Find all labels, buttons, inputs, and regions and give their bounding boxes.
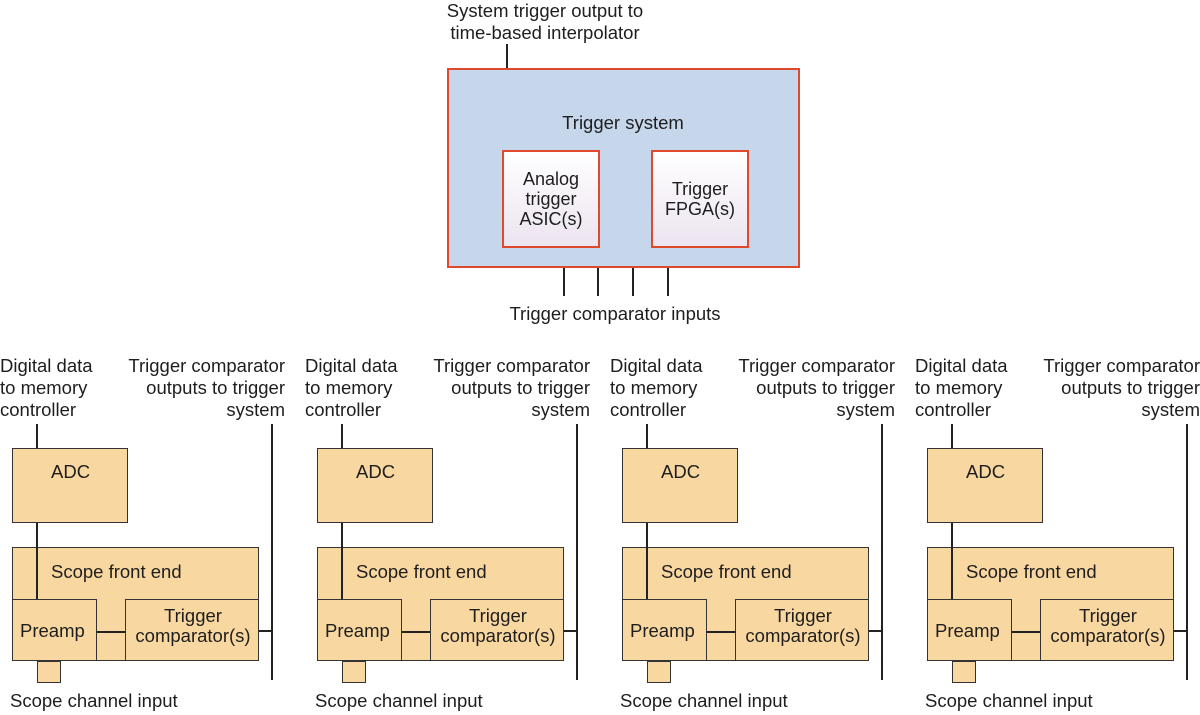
digital-data-label: Digital data to memory controller (610, 355, 703, 420)
digital-data-line (341, 424, 343, 448)
digital-data-line (646, 424, 648, 448)
scope-channel-input-label: Scope channel input (925, 690, 1093, 711)
scope-channel-input-label: Scope channel input (10, 690, 178, 711)
trigger-comparator-label: Trigger comparator(s) (1050, 605, 1166, 646)
scope-front-end-label: Scope front end (51, 561, 182, 582)
trigger-output-line (881, 424, 883, 680)
adc-label: ADC (356, 461, 396, 482)
digital-data-line (36, 424, 38, 448)
trigger-system-box: Trigger system Analog trigger ASIC(s) Tr… (447, 68, 800, 268)
trigger-output-link (1173, 630, 1188, 632)
adc-to-preamp-line (36, 523, 38, 599)
channel-input-connector (342, 661, 366, 683)
preamp-box: Preamp (927, 599, 1012, 661)
preamp-to-comparator-line (97, 631, 125, 633)
adc-box: ADC (317, 448, 433, 523)
trigger-fpga-box: Trigger FPGA(s) (651, 150, 749, 248)
comparator-input-line-4 (667, 268, 669, 296)
adc-label: ADC (661, 461, 701, 482)
trigger-comparator-outputs-label: Trigger comparator outputs to trigger sy… (433, 355, 590, 420)
channel-input-connector (647, 661, 671, 683)
trigger-output-line (1186, 424, 1188, 680)
adc-label: ADC (966, 461, 1006, 482)
trigger-comparator-box: Trigger comparator(s) (1040, 599, 1174, 661)
trigger-comparator-label: Trigger comparator(s) (135, 605, 251, 646)
trigger-output-link (563, 630, 578, 632)
preamp-to-comparator-line (402, 631, 430, 633)
digital-data-label: Digital data to memory controller (305, 355, 398, 420)
preamp-to-comparator-line (707, 631, 735, 633)
trigger-comparator-outputs-label: Trigger comparator outputs to trigger sy… (1043, 355, 1200, 420)
scope-channel-3: Digital data to memory controller Trigge… (610, 350, 910, 715)
trigger-comparator-box: Trigger comparator(s) (430, 599, 564, 661)
scope-channel-2: Digital data to memory controller Trigge… (305, 350, 605, 715)
scope-channel-4: Digital data to memory controller Trigge… (915, 350, 1200, 715)
trigger-system-title: Trigger system (562, 112, 684, 133)
system-trigger-output-label: System trigger output to time-based inte… (446, 0, 644, 43)
scope-channel-1: Digital data to memory controller Trigge… (0, 350, 300, 715)
preamp-box: Preamp (622, 599, 707, 661)
preamp-label: Preamp (630, 620, 695, 641)
scope-front-end-label: Scope front end (356, 561, 487, 582)
trigger-output-link (258, 630, 273, 632)
analog-trigger-asic-box: Analog trigger ASIC(s) (502, 150, 600, 248)
comparator-input-line-1 (563, 268, 565, 296)
adc-box: ADC (927, 448, 1043, 523)
trigger-output-line (576, 424, 578, 680)
scope-front-end-label: Scope front end (661, 561, 792, 582)
trigger-output-link (868, 630, 883, 632)
adc-to-preamp-line (341, 523, 343, 599)
trigger-comparator-label: Trigger comparator(s) (440, 605, 556, 646)
comparator-input-line-3 (632, 268, 634, 296)
preamp-box: Preamp (317, 599, 402, 661)
preamp-label: Preamp (935, 620, 1000, 641)
trigger-comparator-outputs-label: Trigger comparator outputs to trigger sy… (738, 355, 895, 420)
adc-to-preamp-line (646, 523, 648, 599)
scope-channel-input-label: Scope channel input (620, 690, 788, 711)
channel-input-connector (37, 661, 61, 683)
comparator-input-line-2 (597, 268, 599, 296)
adc-box: ADC (622, 448, 738, 523)
preamp-label: Preamp (325, 620, 390, 641)
trigger-comparator-label: Trigger comparator(s) (745, 605, 861, 646)
trigger-output-line (271, 424, 273, 680)
scope-front-end-label: Scope front end (966, 561, 1097, 582)
digital-data-line (951, 424, 953, 448)
digital-data-label: Digital data to memory controller (0, 355, 93, 420)
adc-to-preamp-line (951, 523, 953, 599)
preamp-to-comparator-line (1012, 631, 1040, 633)
scope-channel-input-label: Scope channel input (315, 690, 483, 711)
digital-data-label: Digital data to memory controller (915, 355, 1008, 420)
trigger-comparator-box: Trigger comparator(s) (735, 599, 869, 661)
adc-label: ADC (51, 461, 91, 482)
trigger-comparator-box: Trigger comparator(s) (125, 599, 259, 661)
preamp-label: Preamp (20, 620, 85, 641)
trigger-comparator-outputs-label: Trigger comparator outputs to trigger sy… (128, 355, 285, 420)
preamp-box: Preamp (12, 599, 97, 661)
adc-box: ADC (12, 448, 128, 523)
channel-input-connector (952, 661, 976, 683)
system-trigger-output-line (506, 44, 508, 69)
trigger-comparator-inputs-label: Trigger comparator inputs (509, 303, 721, 324)
